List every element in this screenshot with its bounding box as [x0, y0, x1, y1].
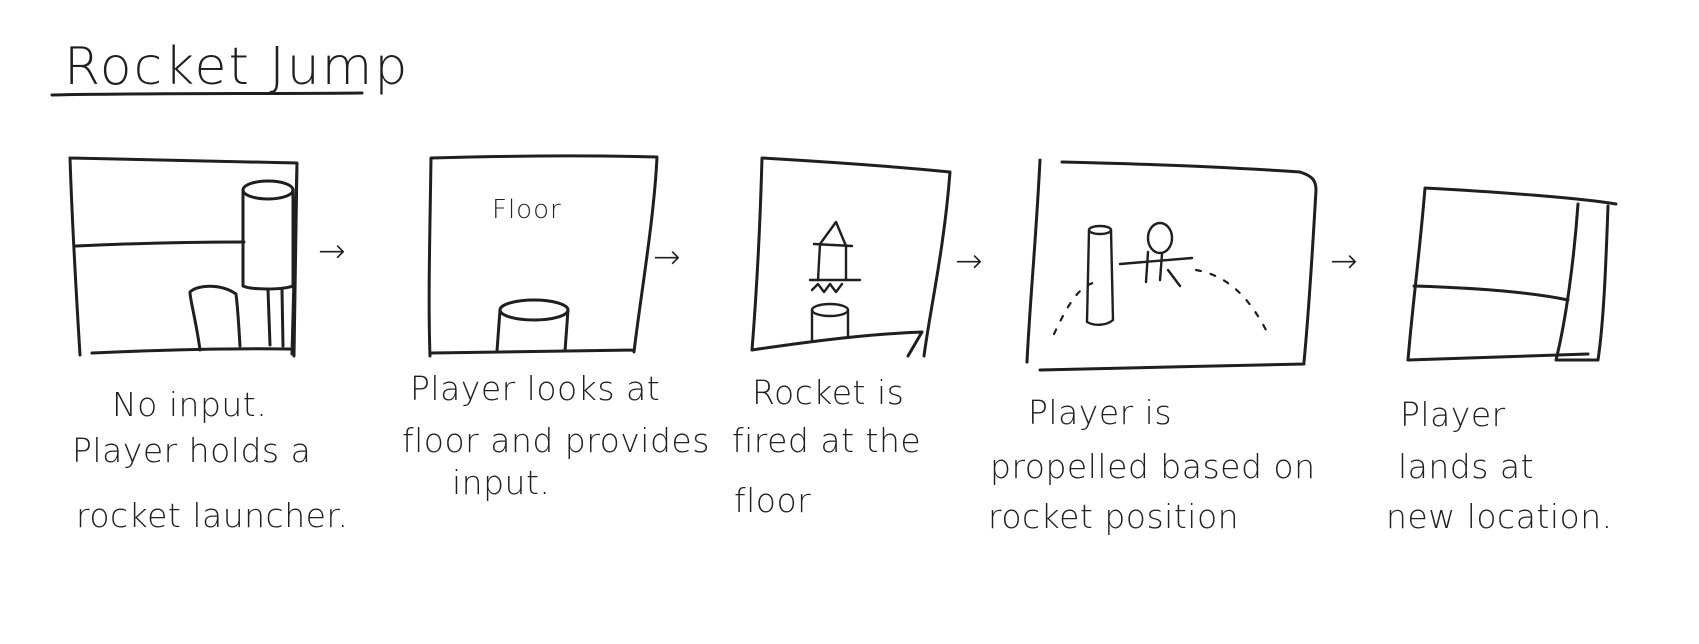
rocket-launcher-icon — [241, 179, 295, 348]
panel-2-frame — [427, 154, 659, 358]
caption-line: Player looks at — [410, 369, 660, 408]
caption-line: No input. — [112, 385, 267, 424]
panel-4-caption: Player is propelled based on rocket posi… — [988, 393, 1316, 536]
caption-line: lands at — [1398, 447, 1534, 486]
player-figure-icon — [1118, 221, 1194, 288]
caption-line: Player holds a — [72, 431, 311, 470]
panel-5-player-lands — [1406, 186, 1618, 362]
panel-3-frame — [750, 156, 952, 358]
arrow-right-icon: → — [318, 231, 346, 270]
panel-2-look-at-floor: Floor — [427, 154, 659, 358]
caption-line: rocket position — [988, 497, 1239, 536]
panel-1-horizon — [74, 240, 246, 248]
caption-line: fired at the — [732, 421, 921, 460]
title-underline — [50, 91, 364, 97]
caption-line: rocket launcher. — [76, 496, 348, 535]
storyboard-title: Rocket Jump — [50, 37, 409, 97]
rocket-launcher-icon — [1554, 202, 1610, 362]
panel-4-frame — [1025, 158, 1318, 372]
caption-line: Player is — [1028, 393, 1172, 432]
rocket-icon — [808, 220, 862, 294]
panel-5-frame — [1406, 186, 1618, 362]
rocket-launcher-icon — [495, 298, 570, 353]
player-hand-icon — [188, 284, 242, 352]
caption-line: floor — [734, 481, 811, 520]
title-text: Rocket Jump — [64, 37, 409, 97]
rocket-launcher-icon — [810, 302, 850, 342]
caption-line: Rocket is — [752, 373, 904, 412]
arrow-right-icon: → — [955, 241, 983, 280]
panel-5-caption: Player lands at new location. — [1386, 395, 1613, 536]
caption-line: new location. — [1386, 497, 1613, 536]
panel-1-frame — [68, 156, 299, 358]
caption-line: input. — [452, 463, 550, 502]
caption-line: floor and provides — [402, 421, 710, 460]
panel-3-rocket-fired — [750, 156, 952, 358]
panel-2-caption: Player looks at floor and provides input… — [402, 369, 710, 502]
trajectory-left — [1052, 280, 1098, 336]
panel-4-player-propelled — [1025, 158, 1318, 372]
caption-line: Player — [1400, 395, 1506, 434]
arrow-right-icon: → — [1330, 241, 1358, 280]
panel-5-horizon — [1412, 284, 1570, 302]
panel-3-caption: Rocket is fired at the floor — [732, 373, 921, 520]
floor-label: Floor — [492, 195, 562, 225]
caption-line: propelled based on — [990, 447, 1316, 486]
trajectory-right — [1194, 268, 1268, 332]
panel-1-caption: No input. Player holds a rocket launcher… — [72, 385, 348, 535]
arrow-right-icon: → — [653, 237, 681, 276]
panel-1-no-input — [68, 156, 299, 358]
rocket-launcher-icon — [1085, 224, 1115, 326]
